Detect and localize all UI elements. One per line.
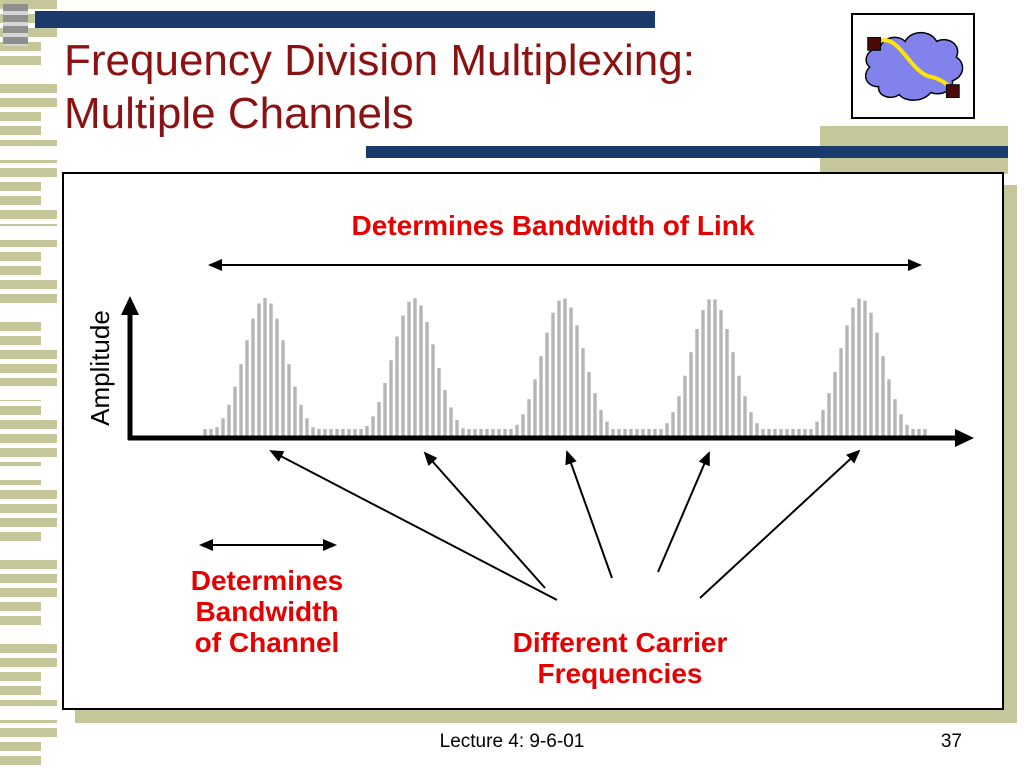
decorative-stripe-ribbon [0, 0, 57, 768]
carrier-arrow-3 [565, 450, 613, 579]
label-line: Different Carrier [512, 627, 728, 658]
page-title-line: Multiple Channels [64, 89, 414, 138]
label-line: Bandwidth [195, 596, 339, 627]
spectrum-bars [203, 298, 927, 438]
slide-page-number: 37 [940, 731, 962, 752]
carrier-frequencies-label: Different Carrier Frequencies [490, 627, 750, 689]
carrier-arrow-1 [269, 450, 558, 601]
carrier-arrow-5 [699, 449, 861, 599]
mid-rule-bar [366, 146, 1008, 158]
node-square-top-left [867, 37, 882, 51]
page-title-line: Frequency Division Multiplexing: [64, 36, 695, 85]
link-bandwidth-label: Determines Bandwidth of Link [351, 210, 755, 241]
logo-frame [851, 13, 975, 119]
decorative-corner-block [3, 4, 28, 46]
amplitude-axis-label: Amplitude [85, 310, 115, 426]
label-line: Frequencies [537, 658, 703, 689]
diagram-panel: Determines Bandwidth of Link Amplitude D… [62, 172, 1004, 710]
carrier-arrow-4 [657, 451, 710, 573]
footer-lecture-label: Lecture 4: 9-6-01 [439, 731, 585, 752]
channel-bandwidth-label: Determines Bandwidth of Channel [167, 565, 367, 658]
label-line: of Channel [194, 627, 340, 658]
fdm-spectrum-diagram [121, 259, 974, 601]
network-cloud-icon [864, 31, 964, 101]
top-rule-bar [35, 11, 655, 28]
carrier-arrow-2 [423, 451, 546, 589]
label-line: Determines [190, 565, 344, 596]
node-square-bottom-right [945, 84, 960, 98]
page-title: Frequency Division Multiplexing: Multipl… [64, 34, 884, 140]
